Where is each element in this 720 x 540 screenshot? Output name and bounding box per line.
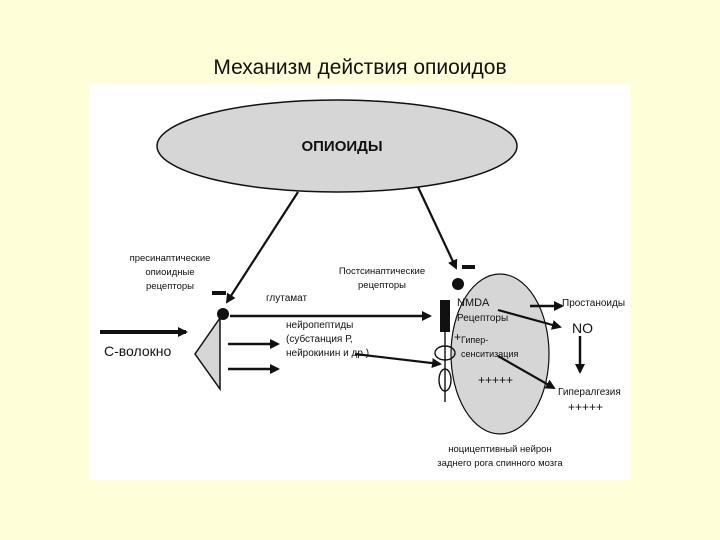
diagram-panel: ОПИОИДЫ пресинаптические опиоидные рецеп… bbox=[90, 84, 630, 480]
nmda-label: NMDA bbox=[457, 297, 490, 309]
postsynaptic-minus-sign bbox=[462, 265, 475, 269]
nmda-receptor-block bbox=[440, 300, 450, 332]
neuron-plus-signs: +++++ bbox=[478, 373, 513, 387]
opioids-ellipse bbox=[156, 99, 518, 193]
no-label: NO bbox=[572, 320, 593, 336]
presynaptic-receptor-dot bbox=[217, 308, 229, 320]
ion-channel-top bbox=[434, 345, 456, 361]
glutamate-label: глутамат bbox=[266, 293, 308, 304]
presynaptic-minus-sign bbox=[212, 291, 226, 295]
postsynaptic-label-line2: рецепторы bbox=[358, 280, 406, 291]
arrow-to-presynaptic bbox=[225, 191, 299, 304]
presynaptic-label-line3: рецепторы bbox=[146, 281, 194, 292]
presynaptic-label-line1: пресинаптические bbox=[130, 253, 211, 264]
neuron-caption-line1: ноцицептивный нейрон bbox=[448, 444, 551, 455]
slide-title: Механизм действия опиоидов bbox=[213, 56, 507, 79]
neuropeptides-label-line2: (субстанция Р, bbox=[286, 333, 353, 345]
arrow-sensitization-to-hyperalgesia bbox=[497, 355, 556, 389]
ion-channel-bottom bbox=[438, 368, 452, 392]
sensitization-label-line1: Гипер- bbox=[461, 335, 488, 345]
opioids-label: ОПИОИДЫ bbox=[301, 138, 382, 155]
small-plus-sign: + bbox=[454, 330, 461, 344]
receptors-label: Рецепторы bbox=[457, 313, 508, 324]
neuropeptides-label-line3: нейрокинин и др.) bbox=[286, 348, 369, 359]
c-fiber-label: С-волокно bbox=[104, 343, 172, 359]
postsynaptic-receptor-dot bbox=[452, 278, 464, 290]
neuropeptides-label-line1: нейропептиды bbox=[286, 320, 353, 331]
neuropeptides-arrow-to-neuron bbox=[354, 352, 442, 369]
arrow-to-postsynaptic bbox=[417, 186, 458, 270]
hyperalgesia-plus-signs: +++++ bbox=[568, 400, 603, 414]
mechanism-diagram: ОПИОИДЫ пресинаптические опиоидные рецеп… bbox=[100, 99, 625, 469]
hyperalgesia-label: Гипералгезия bbox=[558, 387, 621, 398]
neuron-caption-line2: заднего рога спинного мозга bbox=[437, 458, 563, 469]
sensitization-label-line2: сенситизация bbox=[461, 349, 518, 359]
presynaptic-terminal bbox=[194, 315, 221, 392]
presynaptic-label-line2: опиоидные bbox=[145, 267, 194, 278]
prostanoids-label: Простаноиды bbox=[562, 298, 625, 309]
postsynaptic-label-line1: Постсинаптические bbox=[339, 266, 425, 277]
arrow-to-no bbox=[497, 308, 562, 330]
nociceptive-neuron bbox=[450, 273, 550, 435]
